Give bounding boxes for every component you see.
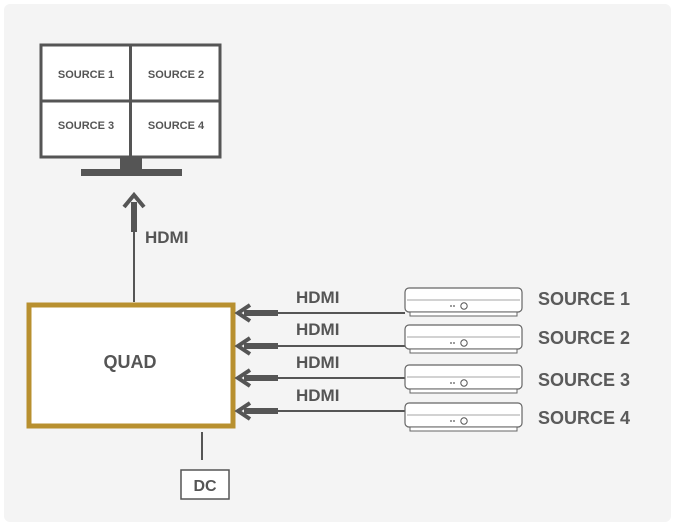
quad-label: QUAD <box>104 352 157 372</box>
monitor-cell-2: SOURCE 2 <box>148 69 204 81</box>
input-2-arrow-shaft <box>244 343 278 349</box>
dc-box <box>180 469 230 500</box>
output-arrow-head <box>122 191 146 209</box>
monitor-base <box>81 169 182 176</box>
source-1-ir-dot <box>450 305 452 307</box>
input-4: HDMI SOURCE 4 <box>234 386 630 432</box>
source-3-power-led <box>460 379 468 387</box>
dc-connection: DC <box>180 432 230 500</box>
input-3-hdmi-label: HDMI <box>296 353 339 372</box>
monitor-cell-3: SOURCE 3 <box>58 120 114 132</box>
output-hdmi-label: HDMI <box>145 228 188 247</box>
source-3-ir-dot-2 <box>453 382 455 384</box>
source-4-ir-dot-2 <box>453 420 455 422</box>
source-4-power-led <box>460 417 468 425</box>
input-2-arrow-head <box>234 336 252 356</box>
input-3-arrow-head <box>234 368 252 388</box>
monitor: SOURCE 1 SOURCE 2 SOURCE 3 SOURCE 4 <box>39 43 222 176</box>
monitor-cell-1: SOURCE 1 <box>58 69 114 81</box>
input-1: HDMI SOURCE 1 <box>234 287 630 323</box>
dc-label: DC <box>193 478 217 495</box>
source-3-label: SOURCE 3 <box>538 370 630 390</box>
output-connection: HDMI <box>122 191 188 302</box>
source-4-label: SOURCE 4 <box>538 408 630 428</box>
source-3-ir-dot <box>450 382 452 384</box>
source-4-device <box>404 402 523 432</box>
input-2-hdmi-label: HDMI <box>296 320 339 339</box>
source-1-device-foot <box>409 311 518 317</box>
source-2-ir-dot <box>450 342 452 344</box>
input-4-arrow-head <box>234 401 252 421</box>
output-arrow-shaft <box>131 202 137 232</box>
quad-frame <box>26 302 236 429</box>
input-2: HDMI SOURCE 2 <box>234 320 630 356</box>
source-2-device-foot <box>409 348 518 354</box>
source-1-device <box>404 287 523 317</box>
quad-box: QUAD <box>26 302 236 429</box>
input-3-arrow-shaft <box>244 375 278 381</box>
source-2-power-led <box>460 339 468 347</box>
input-1-arrow-shaft <box>244 310 278 316</box>
input-1-arrow-head <box>234 303 252 323</box>
source-1-ir-dot-2 <box>453 305 455 307</box>
input-4-arrow-shaft <box>244 408 278 414</box>
input-1-hdmi-label: HDMI <box>296 288 339 307</box>
source-2-label: SOURCE 2 <box>538 328 630 348</box>
input-3: HDMI SOURCE 3 <box>234 353 630 394</box>
source-3-device <box>404 364 523 394</box>
source-2-device <box>404 324 523 354</box>
source-4-device-foot <box>409 426 518 432</box>
source-1-power-led <box>460 302 468 310</box>
source-4-ir-dot <box>450 420 452 422</box>
monitor-neck <box>120 157 142 169</box>
source-1-label: SOURCE 1 <box>538 289 630 309</box>
source-2-ir-dot-2 <box>453 342 455 344</box>
input-4-hdmi-label: HDMI <box>296 386 339 405</box>
monitor-cell-4: SOURCE 4 <box>148 120 205 132</box>
source-3-device-foot <box>409 388 518 394</box>
